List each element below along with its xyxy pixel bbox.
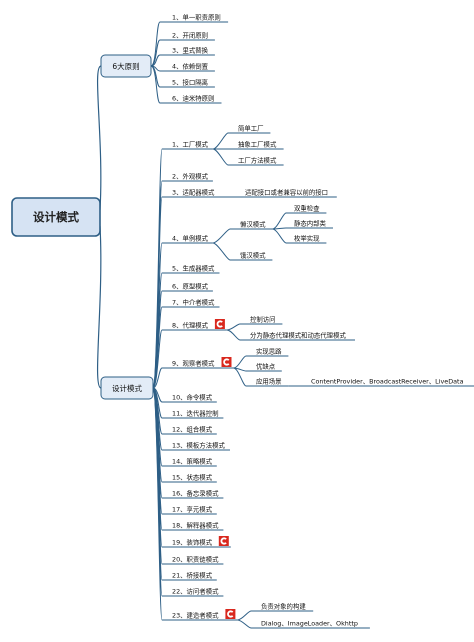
proxy-child-connector	[226, 329, 241, 341]
lazy-child-connector	[272, 212, 287, 230]
builder-child[interactable]: 负责对象的构建	[261, 602, 306, 611]
proxy-child-connector	[226, 323, 241, 331]
pattern-item[interactable]: 10、命令模式	[172, 393, 213, 402]
lazy-child[interactable]: 双重检查	[294, 204, 320, 213]
principle-item[interactable]: 6、迪米特原则	[172, 94, 214, 103]
principle-connector	[150, 65, 161, 104]
builder-child-connector	[237, 619, 252, 629]
scene-leaf[interactable]: ContentProvider、BroadcastReceiver、LiveDa…	[311, 378, 464, 386]
lazy-child[interactable]: 静态内部类	[294, 219, 327, 228]
principle-item[interactable]: 5、接口隔离	[172, 78, 208, 87]
singleton-child-connector	[212, 242, 231, 261]
factory-child[interactable]: 抽象工厂模式	[238, 140, 277, 149]
factory-child-connector	[212, 148, 229, 166]
pattern-item[interactable]: 1、工厂模式	[172, 140, 209, 149]
pattern-connector	[152, 367, 163, 389]
root-node-label: 设计模式	[33, 210, 79, 224]
observer-child[interactable]: 应用场景	[256, 377, 282, 386]
singleton-child[interactable]: 懒汉模式	[240, 220, 266, 229]
observer-child[interactable]: 实现思路	[256, 347, 282, 356]
pattern-item[interactable]: 18、解释器模式	[172, 521, 219, 530]
pattern-item[interactable]: 21、桥接模式	[172, 571, 213, 580]
patterns-node-box[interactable]	[100, 376, 154, 400]
connector-lines	[96, 21, 474, 629]
pattern-item[interactable]: 20、职责链模式	[172, 555, 219, 564]
pattern-item[interactable]: 16、备忘录模式	[172, 489, 219, 498]
principle-item[interactable]: 4、依赖倒置	[172, 62, 209, 71]
root-to-patterns-line	[96, 225, 102, 389]
singleton-child-connector	[212, 228, 231, 244]
pattern-connector	[152, 387, 163, 621]
builder-child[interactable]: Dialog、ImageLoader、Okhttp	[261, 620, 358, 628]
c-logo-icon[interactable]	[218, 536, 229, 546]
proxy-child[interactable]: 控制访问	[250, 315, 276, 324]
observer-child-connector	[233, 367, 247, 387]
pattern-item[interactable]: 6、原型模式	[172, 282, 209, 291]
patterns-node-label: 设计模式	[112, 383, 142, 393]
pattern-item[interactable]: 2、外观模式	[172, 172, 209, 181]
adapter-child[interactable]: 适配接口或者兼容以前的接口	[245, 188, 328, 197]
c-logo-icon[interactable]	[214, 319, 225, 329]
pattern-item[interactable]: 13、模板方法模式	[172, 441, 225, 450]
pattern-item[interactable]: 3、适配器模式	[172, 188, 215, 197]
pattern-item[interactable]: 14、策略模式	[172, 457, 213, 466]
pattern-item[interactable]: 8、代理模式	[172, 321, 209, 330]
pattern-item[interactable]: 15、状态模式	[172, 473, 213, 482]
factory-child-connector	[212, 132, 229, 150]
pattern-item[interactable]: 12、组合模式	[172, 425, 213, 434]
builder-child-connector	[237, 610, 252, 621]
c-logo-icon[interactable]	[225, 609, 236, 619]
principle-item[interactable]: 2、开闭原则	[172, 32, 208, 40]
root-node-box[interactable]	[11, 197, 101, 237]
pattern-item[interactable]: 9、观察者模式	[172, 359, 215, 368]
principles-node-box[interactable]	[100, 54, 152, 78]
proxy-child[interactable]: 分为静态代理模式和动态代理模式	[250, 331, 346, 340]
factory-child[interactable]: 工厂方法模式	[238, 156, 277, 165]
pattern-item[interactable]: 23、建造者模式	[172, 611, 219, 620]
nodes: 设计模式 6大原则 设计模式 1、单一职责原则 2、开闭原则 3、里式替换 4、依赖倒…	[11, 13, 464, 628]
singleton-child[interactable]: 饿汉模式	[240, 251, 266, 260]
lazy-child-connector	[272, 228, 287, 244]
observer-child[interactable]: 优缺点	[256, 362, 276, 371]
principle-item[interactable]: 3、里式替换	[172, 46, 209, 55]
pattern-item[interactable]: 5、生成器模式	[172, 264, 215, 273]
pattern-item[interactable]: 7、中介者模式	[172, 298, 215, 307]
root-to-principles-line	[96, 65, 102, 211]
c-logo-icon[interactable]	[221, 357, 232, 367]
pattern-item[interactable]: 11、迭代器控制	[172, 409, 218, 418]
observer-child-connector	[233, 355, 247, 369]
pattern-item[interactable]: 22、访问者模式	[172, 587, 219, 596]
principles-node-label: 6大原则	[112, 61, 139, 71]
pattern-connector	[152, 329, 163, 389]
pattern-item[interactable]: 4、单例模式	[172, 234, 209, 243]
pattern-item[interactable]: 19、装饰模式	[172, 538, 213, 547]
principle-item[interactable]: 1、单一职责原则	[172, 13, 221, 22]
factory-child[interactable]: 简单工厂	[238, 124, 264, 133]
lazy-child[interactable]: 枚举实现	[294, 234, 320, 243]
pattern-item[interactable]: 17、享元模式	[172, 505, 213, 514]
